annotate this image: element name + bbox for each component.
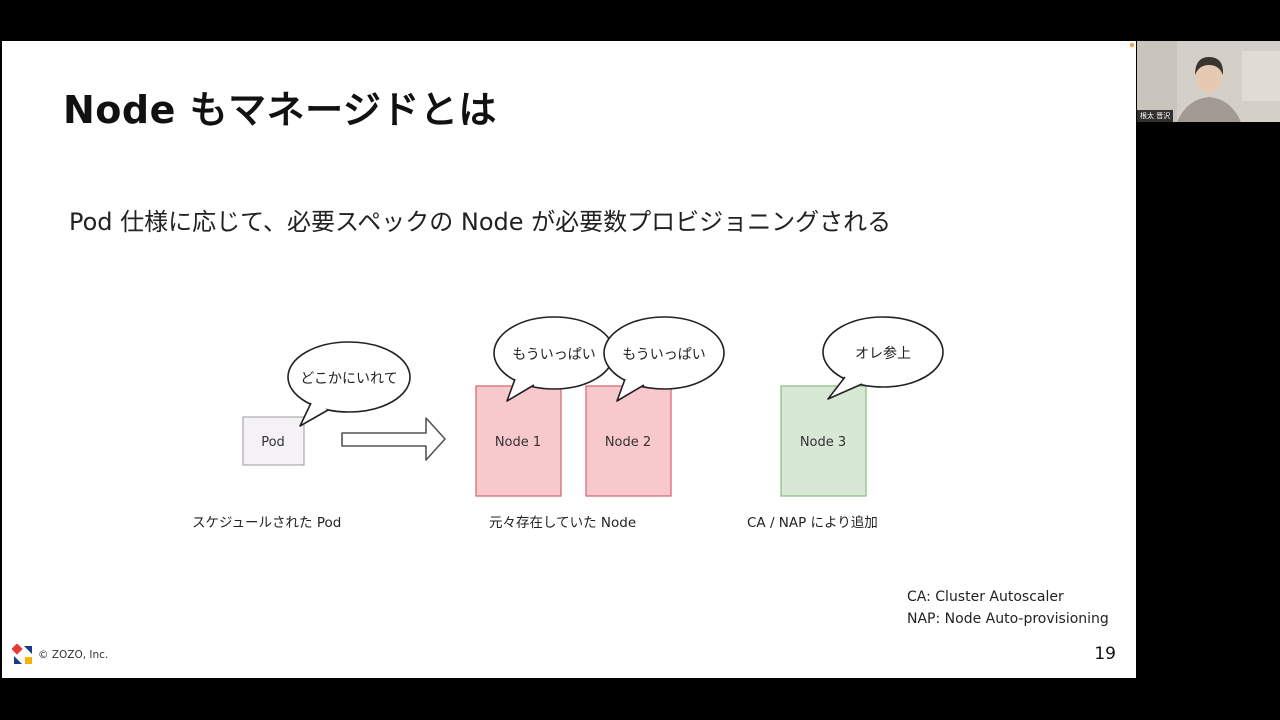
caption-existing-nodes: 元々存在していた Node: [489, 511, 636, 531]
recording-indicator-icon: [1130, 43, 1134, 47]
legend-ca: CA: Cluster Autoscaler: [907, 589, 1064, 605]
page-number: 19: [1094, 644, 1116, 664]
node2-speech-bubble: もういっぱい: [604, 317, 724, 401]
footer-copyright: © ZOZO, Inc.: [38, 649, 108, 661]
node1-bubble-text: もういっぱい: [512, 347, 596, 363]
caption-added-node: CA / NAP により追加: [747, 511, 878, 531]
slide: Node もマネージドとは Pod 仕様に応じて、必要スペックの Node が必…: [2, 41, 1136, 678]
node2-bubble-text: もういっぱい: [622, 347, 706, 363]
legend-nap: NAP: Node Auto-provisioning: [907, 611, 1109, 627]
node3-speech-bubble: オレ参上: [823, 317, 943, 399]
arrow-right-icon: [342, 418, 445, 460]
participant-name: 根太 晋沢: [1137, 110, 1173, 122]
node2-label: Node 2: [605, 435, 651, 450]
footer: © ZOZO, Inc.: [12, 644, 108, 666]
pod-bubble-text: どこかにいれて: [300, 371, 397, 387]
node3-label: Node 3: [800, 435, 846, 450]
zozo-logo-icon: [12, 644, 34, 666]
webcam-thumbnail[interactable]: 根太 晋沢: [1137, 41, 1280, 122]
pod-speech-bubble: どこかにいれて: [288, 342, 410, 426]
caption-scheduled-pod: スケジュールされた Pod: [192, 511, 341, 531]
provisioning-diagram: Pod どこかにいれて Node 1 Node 2 もういっぱい もう: [2, 41, 1136, 678]
node1-label: Node 1: [495, 435, 541, 450]
node3-bubble-text: オレ参上: [855, 345, 911, 362]
pod-label: Pod: [261, 435, 285, 450]
